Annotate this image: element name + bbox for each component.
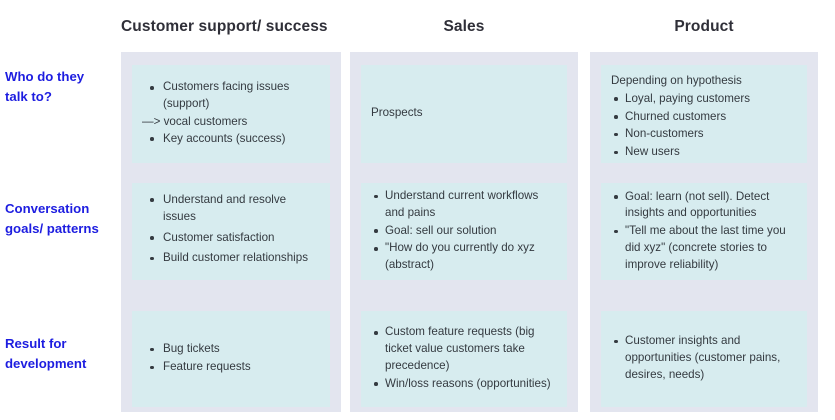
bullet-list: Key accounts (success) [142,131,320,148]
plain-text: Prospects [371,106,423,120]
cell-conversation-goals-sales: Understand current workflows and pains G… [361,183,567,280]
list-item: Key accounts (success) [142,131,320,148]
column-header-customer-support-success: Customer support/ success [121,18,328,35]
bullet-list: Goal: learn (not sell). Detect insights … [611,189,797,274]
list-item: Customer insights and opportunities (cus… [611,333,797,383]
cell-result-for-development-sales: Custom feature requests (big ticket valu… [361,311,567,407]
bullet-list: Understand current workflows and pains G… [371,188,557,274]
bullet-list: Understand and resolve issues Customer s… [142,192,320,267]
list-item: Custom feature requests (big ticket valu… [371,324,557,374]
list-item: Goal: learn (not sell). Detect insights … [611,189,797,223]
list-item: Win/loss reasons (opportunities) [371,376,557,393]
list-item: "Tell me about the last time you did xyz… [611,223,797,273]
list-item: Loyal, paying customers [611,91,797,108]
list-item: Churned customers [611,109,797,126]
cell-conversation-goals-product: Goal: learn (not sell). Detect insights … [601,183,807,280]
plain-text: Depending on hypothesis [611,74,742,87]
column-sales: Prospects Understand current workflows a… [350,52,578,412]
cell-conversation-goals-customer-support: Understand and resolve issues Customer s… [132,183,330,280]
list-item: Feature requests [142,359,320,376]
list-item: Non-customers [611,126,797,143]
bullet-list: Customer insights and opportunities (cus… [611,333,797,383]
list-item: Understand and resolve issues [142,192,320,226]
cell-who-do-they-talk-to-sales: Prospects [361,65,567,163]
column-header-sales: Sales [443,18,485,35]
bullet-list: Customers facing issues (support) [142,79,320,113]
cell-result-for-development-customer-support: Bug tickets Feature requests [132,311,330,407]
arrow-note: —> vocal customers [142,115,248,128]
column-header-product: Product [674,18,734,35]
list-item: Customers facing issues (support) [142,79,320,113]
cell-result-for-development-product: Customer insights and opportunities (cus… [601,311,807,407]
cell-who-do-they-talk-to-customer-support: Customers facing issues (support) —> voc… [132,65,330,163]
bullet-list: Bug tickets Feature requests [142,341,320,376]
list-item: New users [611,144,797,161]
list-item: Build customer relationships [142,250,320,267]
list-item: Customer satisfaction [142,230,320,247]
list-item: Understand current workflows and pains [371,188,557,222]
column-product: Depending on hypothesis Loyal, paying cu… [590,52,818,412]
list-item: Goal: sell our solution [371,223,557,240]
bullet-list: Loyal, paying customers Churned customer… [611,91,797,161]
cell-who-do-they-talk-to-product: Depending on hypothesis Loyal, paying cu… [601,65,807,163]
list-item: Bug tickets [142,341,320,358]
list-item: "How do you currently do xyz (abstract) [371,240,557,274]
bullet-list: Custom feature requests (big ticket valu… [371,324,557,392]
column-customer-support-success: Customers facing issues (support) —> voc… [121,52,341,412]
